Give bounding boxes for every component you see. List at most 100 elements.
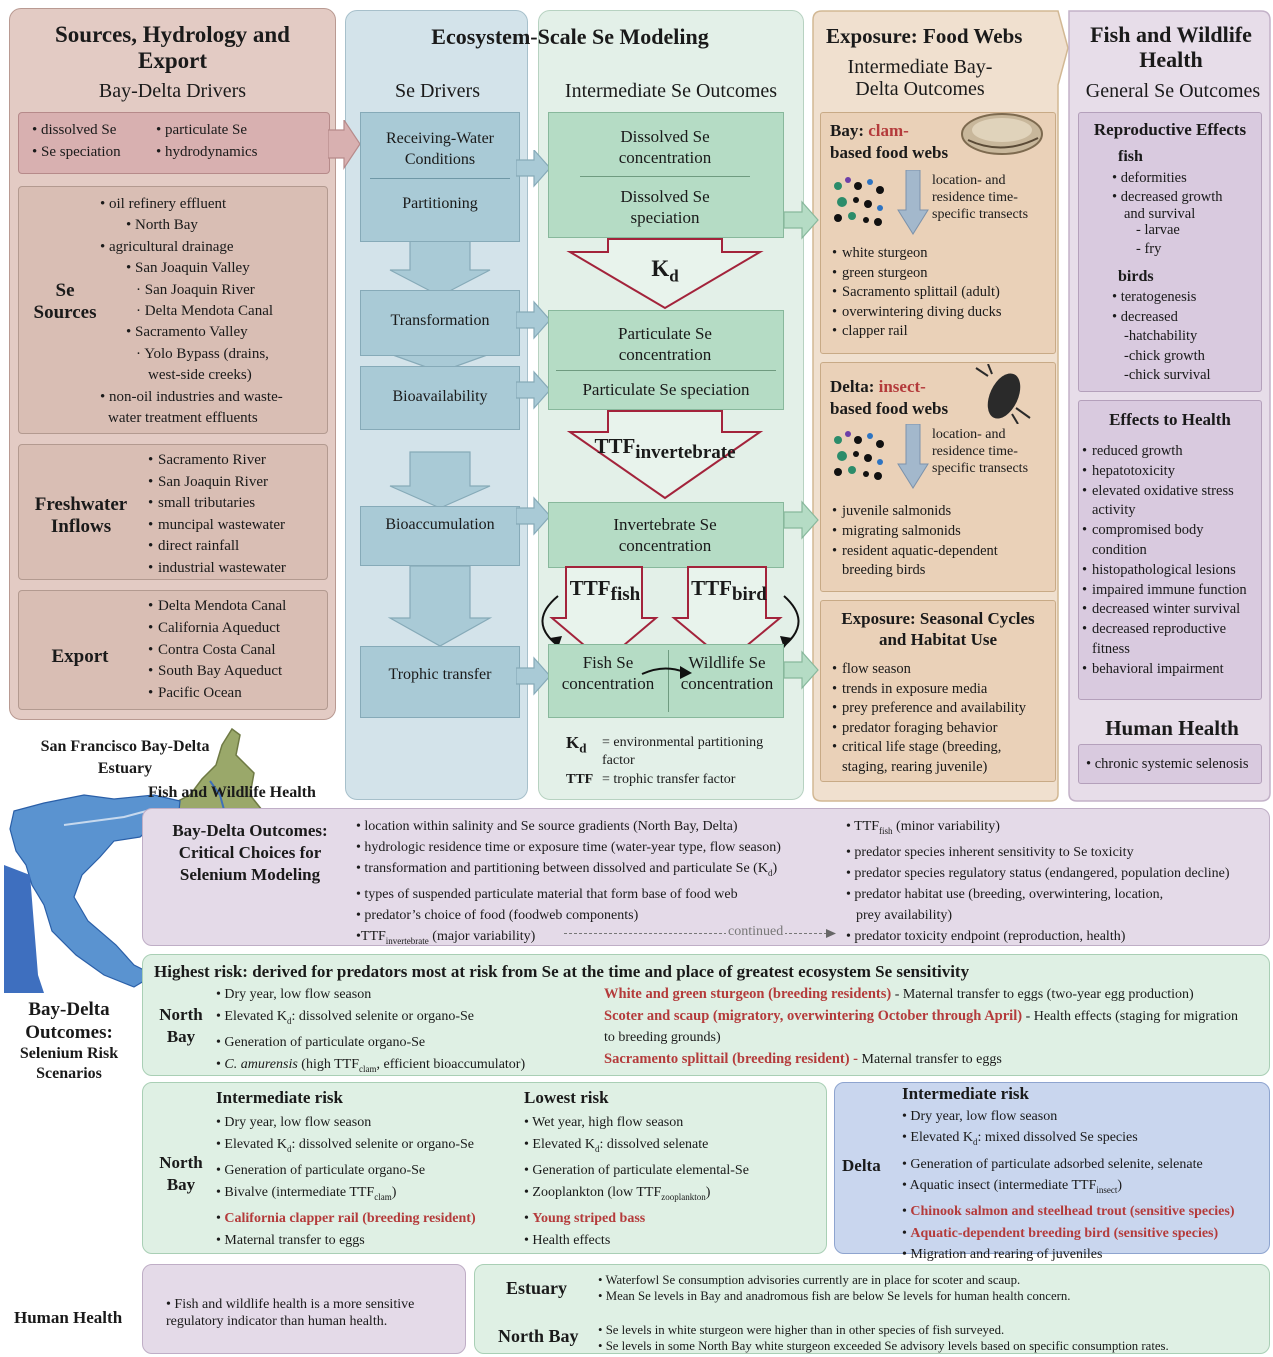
foodweb-title: Exposure: Food Webs — [826, 24, 1023, 48]
bay-item-2: Sacramento splittail (adult) — [832, 283, 1001, 303]
low-item-3-text: Zooplankton (low TTF — [532, 1184, 662, 1200]
health-item-6: decreased winter survival — [1082, 600, 1258, 620]
ttf-inv-label: TTFinvertebrate — [560, 434, 770, 464]
ttf-bird-sub: bird — [731, 584, 767, 606]
delta-item-0: juvenile salmonids — [832, 502, 1042, 522]
low-item-1-text: Elevated K — [532, 1136, 595, 1152]
human-health-item-text: chronic systemic selenosis — [1094, 756, 1249, 772]
fish-eff-4: - fry — [1136, 241, 1162, 257]
seasonal-item-4: critical life stage (breeding, staging, … — [832, 738, 1022, 777]
health-item-1: hepatotoxicity — [1082, 462, 1258, 482]
low-item-1: • Elevated Kd: dissolved selenate — [524, 1136, 709, 1154]
fish-wildlife-box — [548, 644, 784, 718]
se-src-8: west-side creeks) — [148, 367, 252, 384]
particulate-spec: Particulate Se speciation — [582, 380, 750, 399]
risk-side-label-main: Bay-Delta Outcomes: — [25, 999, 113, 1043]
legend-ttf-label: TTF — [566, 772, 594, 787]
hr-left-0-text: Dry year, low flow season — [224, 987, 372, 1002]
crit-left-2-text: transformation and partitioning between … — [364, 861, 768, 876]
il-north-bay-label: North Bay — [159, 1153, 203, 1194]
crit-left-1: • hydrologic residence time or exposure … — [356, 840, 781, 855]
ttf-inv-sub: invertebrate — [635, 442, 736, 464]
hr-right-list: White and green sturgeon (breeding resid… — [604, 984, 1244, 1070]
hr-left-2-text: Generation of particulate organo-Se — [224, 1034, 426, 1050]
se-src-9: • non-oil industries and waste- — [100, 388, 283, 405]
inter-item-4-text: California clapper rail (breeding reside… — [224, 1210, 476, 1226]
hr-right-0: White and green sturgeon (breeding resid… — [604, 984, 1244, 1006]
crit-left-0: • location within salinity and Se source… — [356, 819, 738, 834]
estuary-item-1: • Mean Se levels in Bay and anadromous f… — [598, 1289, 1071, 1303]
kd-label: Kd — [630, 256, 700, 287]
ttf-bird-text: TTF — [691, 576, 732, 600]
estuary-item-0: • Waterfowl Se consumption advisories cu… — [598, 1273, 1021, 1287]
fish-eff-2: and survival — [1124, 206, 1196, 222]
bay-suffix: based food webs — [830, 143, 949, 162]
risk-side-label: Bay-Delta Outcomes: Selenium Risk Scenar… — [4, 998, 134, 1084]
driver-hydrodynamics: • hydrodynamics — [156, 144, 258, 160]
delta-item-2: resident aquatic-dependent breeding bird… — [832, 542, 1002, 582]
inter-item-5: • Maternal transfer to eggs — [216, 1232, 365, 1248]
step-bioaccumulation-label: Bioaccumulation — [385, 516, 495, 533]
fish-conc: Fish Se concentration — [561, 653, 655, 693]
crit-right-1-text: predator species inherent sensitivity to… — [854, 844, 1134, 860]
se-src-2: • agricultural drainage — [100, 238, 234, 255]
delta-item-6-text: Migration and rearing of juveniles — [910, 1247, 1103, 1263]
fish-health-title: Fish and Wildlife Health — [1090, 22, 1252, 72]
delta-item-2-text: Generation of particulate adsorbed selen… — [910, 1156, 1203, 1172]
delta-prefix: Delta: — [830, 377, 875, 396]
hr-left-1-text: Elevated K — [224, 1008, 287, 1024]
crit-right-3: • predator habitat use (breeding, overwi… — [846, 886, 1164, 902]
hr-left-3-text: C. amurensis — [224, 1056, 298, 1072]
human-note-text: Fish and wildlife health is a more sensi… — [166, 1297, 415, 1329]
se-src-6: • Sacramento Valley — [126, 324, 248, 341]
highest-risk-title: Highest risk: derived for predators most… — [154, 962, 970, 981]
bird-eff-1: • decreased — [1112, 308, 1178, 325]
fish-health-subtitle: General Se Outcomes — [1085, 80, 1261, 102]
estuary-label: Estuary — [506, 1278, 568, 1298]
crit-right-2-text: predator species regulatory status (enda… — [854, 865, 1230, 881]
crit-left-2: • transformation and partitioning betwee… — [356, 861, 778, 878]
hr-right-1-rest: - Health effects (staging for migration … — [604, 1008, 1238, 1046]
seasonal-list: flow season trends in exposure media pre… — [832, 660, 1052, 778]
step-transformation-label: Transformation — [390, 312, 490, 329]
delta-item-4-text: Chinook salmon and steelhead trout (sens… — [910, 1204, 1235, 1220]
dissolved-box — [548, 112, 784, 238]
export-0: Delta Mendota Canal — [148, 596, 286, 618]
se-src-1: • North Bay — [126, 217, 198, 234]
down-arrow-icon-2 — [897, 424, 929, 489]
bird-effects-list: • teratogenesis • decreased -hatchabilit… — [1112, 288, 1211, 386]
inter-item-2-text: Generation of particulate organo-Se — [224, 1162, 426, 1178]
crit-right-4: prey availability) — [846, 905, 1266, 926]
bay-item-4: clapper rail — [832, 322, 1001, 342]
low-item-0: • Wet year, high flow season — [524, 1115, 684, 1130]
crit-right-2: • predator species regulatory status (en… — [846, 865, 1230, 881]
se-src-10: water treatment effluents — [108, 410, 258, 427]
dissolved-spec: Dissolved Se speciation — [620, 187, 710, 227]
bay-foodweb-list: white sturgeon green sturgeon Sacramento… — [832, 244, 1001, 342]
hr-right-2-red: Sacramento splittail (breeding resident)… — [604, 1050, 858, 1067]
bay-item-3: overwintering diving ducks — [832, 303, 1001, 323]
bay-item-1: green sturgeon — [832, 264, 1001, 284]
low-item-1-tail: : dissolved selenate — [599, 1136, 709, 1152]
hr-right-2-rest: Maternal transfer to eggs — [858, 1051, 1002, 1067]
repro-box — [1078, 112, 1262, 392]
low-risk-list: • Wet year, high flow season • Elevated … — [524, 1112, 824, 1251]
crit-right-4-text: prey availability) — [856, 907, 953, 923]
crit-left-3-text: types of suspended particulate material … — [364, 886, 738, 902]
estuary-list: • Waterfowl Se consumption advisories cu… — [598, 1272, 1268, 1304]
human-note-box — [142, 1264, 466, 1354]
inter-item-4: • California clapper rail (breeding resi… — [216, 1210, 476, 1226]
low-risk-title: Lowest risk — [524, 1088, 609, 1107]
crit-ttf-inv-tail: (major variability) — [428, 928, 536, 944]
step-divider — [370, 178, 510, 179]
crit-left-5: •TTFinvertebrate (major variability) — [356, 928, 536, 946]
export-3: South Bay Aqueduct — [148, 661, 286, 683]
delta-risk-list: • Dry year, low flow season • Elevated K… — [902, 1106, 1268, 1265]
fish-label: fish — [1118, 148, 1143, 165]
highest-risk-band — [142, 954, 1270, 1076]
ttf-inv-arrow — [566, 410, 764, 500]
seasonal-item-0: flow season — [832, 660, 1052, 680]
delta-item-0-text: Dry year, low flow season — [910, 1109, 1058, 1124]
ecosystem-title: Ecosystem-Scale Se Modeling — [431, 24, 709, 49]
bay-prefix: Bay: — [830, 121, 864, 140]
